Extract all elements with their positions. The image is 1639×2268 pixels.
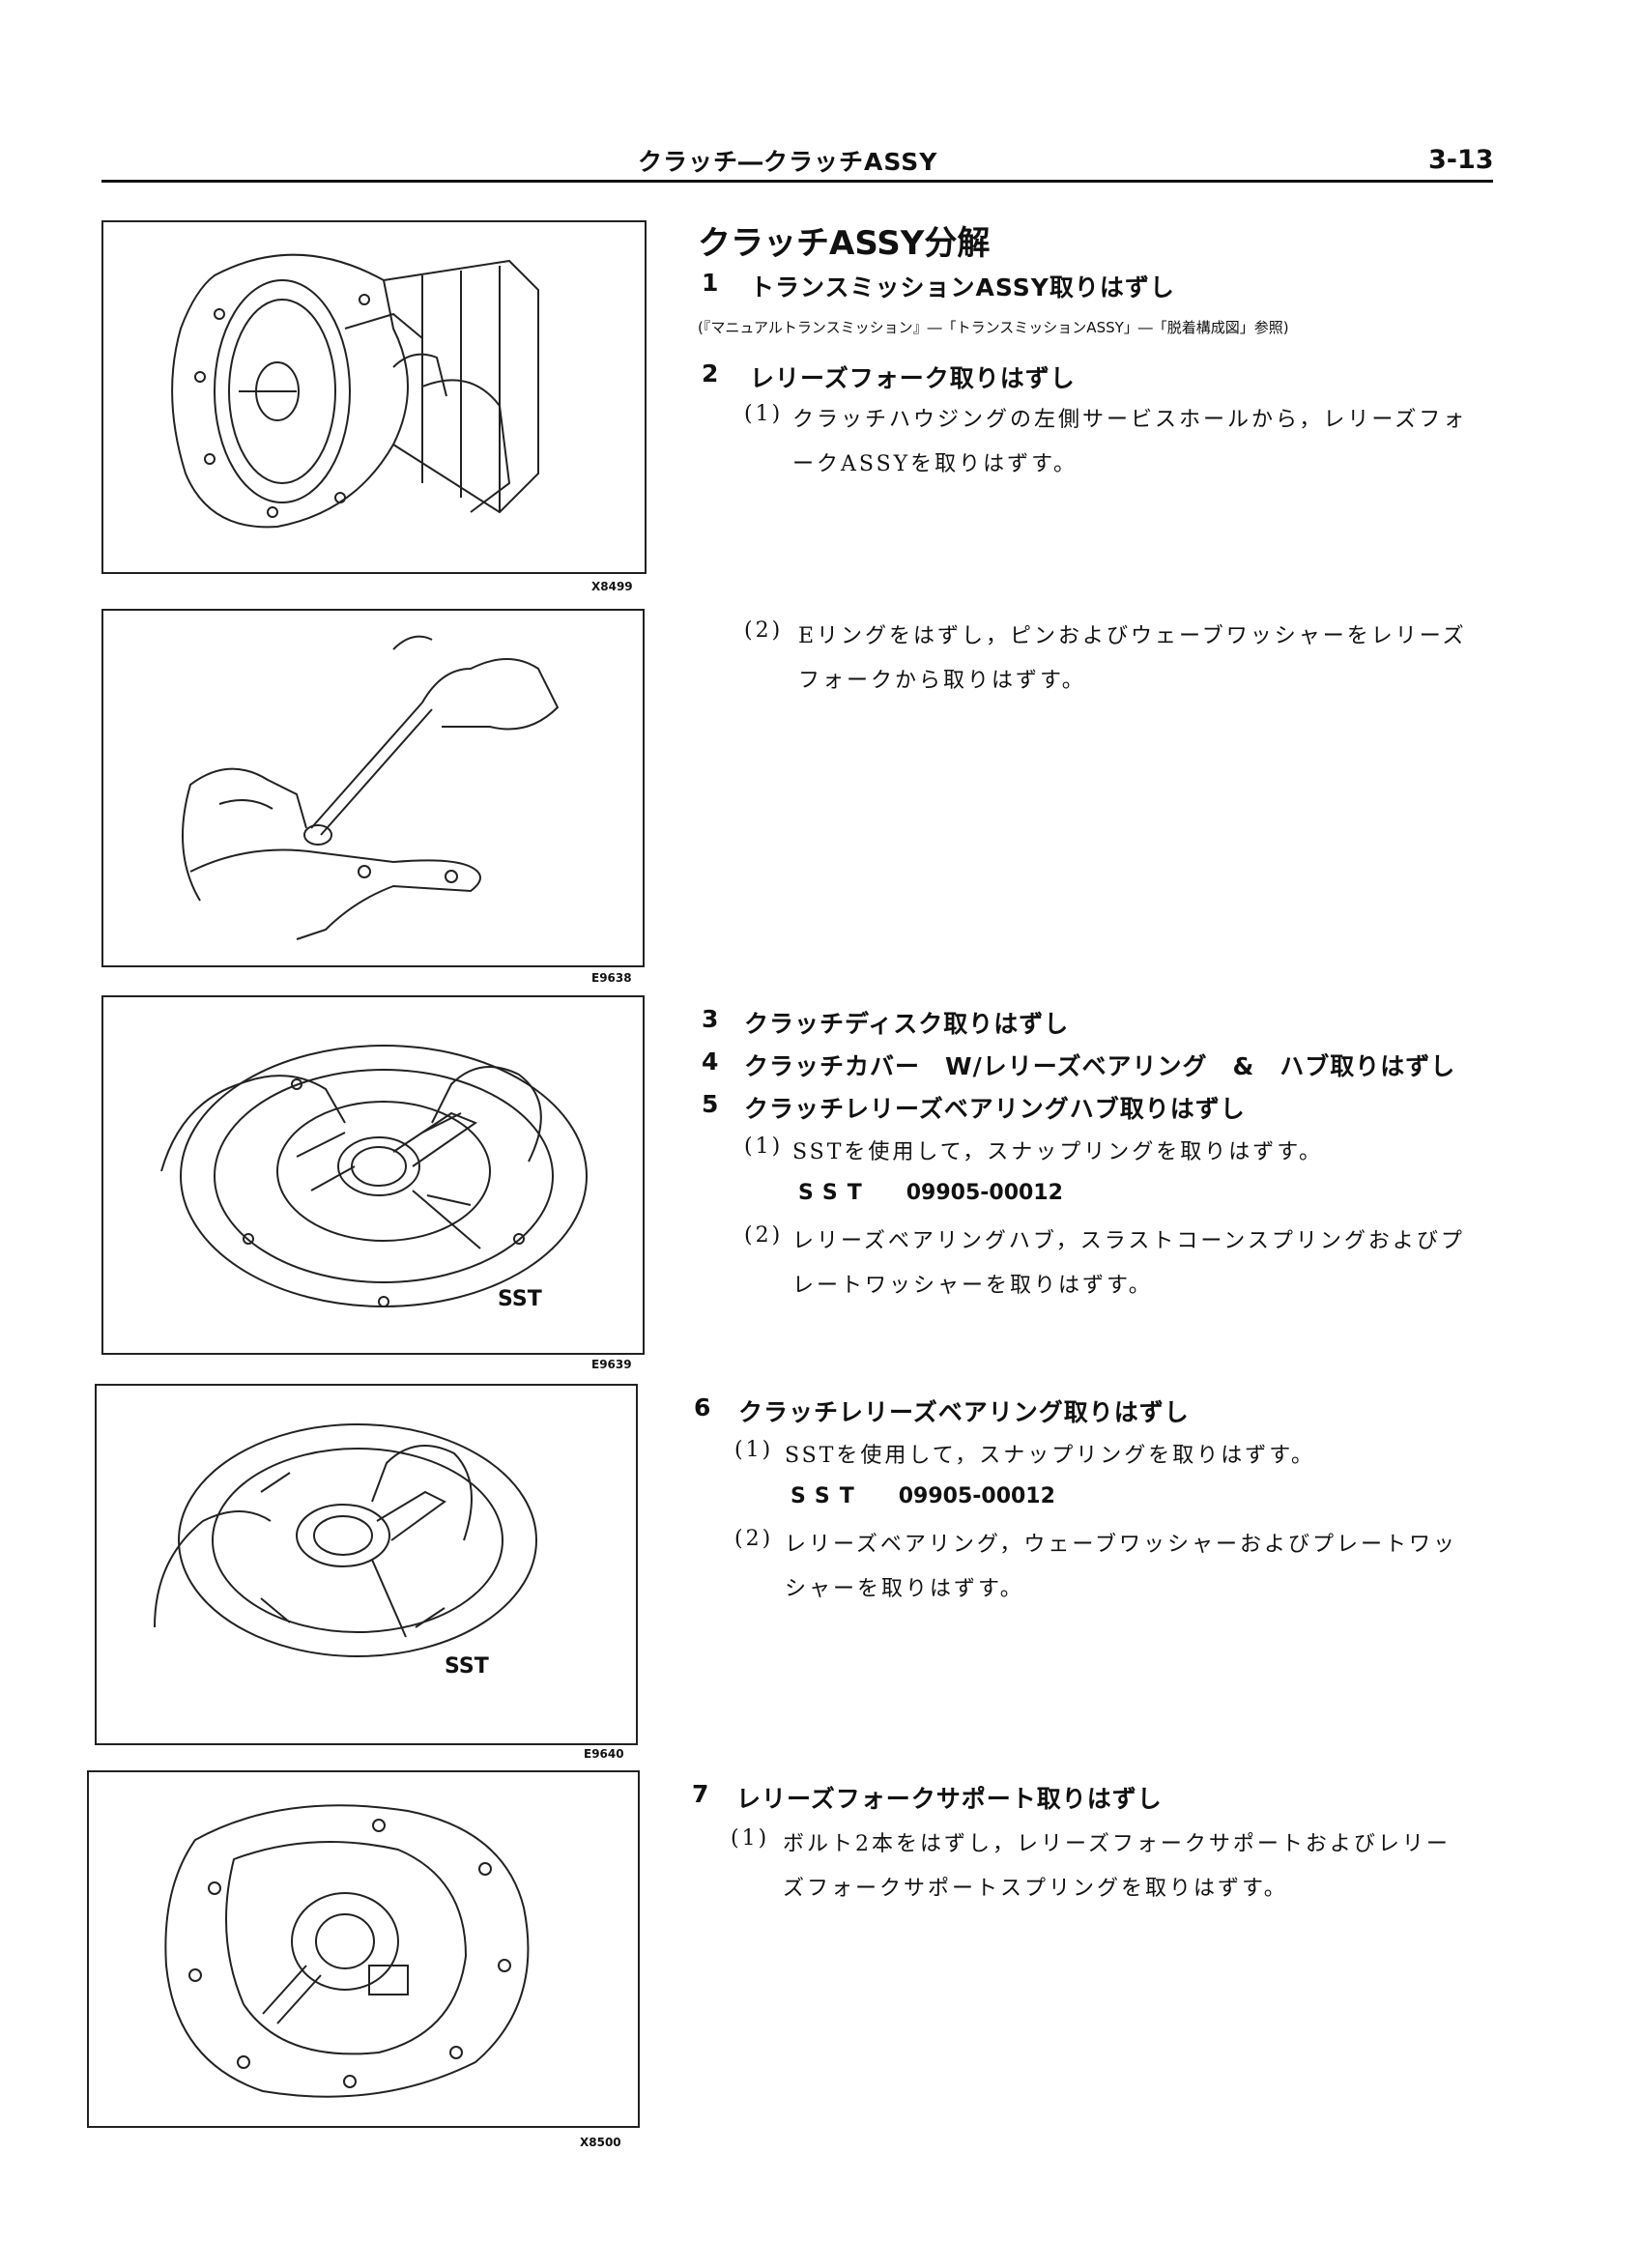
step-7-sub1-num: (1) [731,1826,770,1851]
step-5-sub2-line2: レートワッシャーを取りはずす。 [792,1274,1153,1298]
figure-4-code: E9640 [584,1747,624,1761]
step-2-sub2-line2: フォークから取りはずす。 [798,669,1086,693]
step-2-title: レリーズフォーク取りはずし [750,364,1076,392]
page-number: 3-13 [1428,145,1494,175]
transmission-illustration [171,253,539,529]
figure-1-code: X8499 [591,580,633,593]
figure-4-release-bearing: SST [95,1384,638,1745]
figure-1-transmission [101,220,647,574]
step-5-sub2-num: (2) [744,1223,784,1248]
step-5-sub2-line1: レリーズベアリングハブ，スラストコーンスプリングおよびプ [792,1229,1465,1253]
step-5-title: クラッチレリーズベアリングハブ取りはずし [744,1095,1246,1123]
step-5-sst-number: 09905-00012 [906,1181,1063,1205]
step-4-num: 4 [702,1048,720,1076]
figure-3-code: E9639 [591,1358,632,1371]
figure-5-fork-support [87,1770,640,2128]
release-fork-illustration [182,635,560,940]
figure-2-code: E9638 [591,971,632,985]
step-7-sub1-line1: ボルト2本をはずし，レリーズフォークサポートおよびレリー [783,1832,1451,1856]
step-6-sst-number: 09905-00012 [898,1484,1055,1508]
step-6-sub1-num: (1) [734,1438,774,1462]
step-1-reference: (『マニュアルトランスミッション』―「トランスミッションASSY」―「脱着構成図… [698,319,1289,336]
step-2-sub2-num: (2) [744,618,784,643]
step-2-sub1-line2: ークASSYを取りはずす。 [792,452,1078,476]
step-6-sst-label: SST [791,1484,864,1508]
step-7-sub1-line2: ズフォークサポートスプリングを取りはずす。 [783,1877,1288,1901]
step-6-sub2-line1: レリーズベアリング，ウェーブワッシャーおよびプレートワッ [785,1533,1458,1557]
step-5-sst-label: SST [798,1181,872,1205]
step-3-title: クラッチディスク取りはずし [744,1010,1070,1038]
step-2-num: 2 [702,359,720,388]
running-header-title: クラッチ―クラッチASSY [638,148,938,176]
figure-5-code: X8500 [580,2136,621,2149]
figure-2-release-fork [101,609,645,967]
step-4-title: クラッチカバー W/レリーズベアリング & ハブ取りはずし [744,1052,1456,1080]
release-bearing-illustration [154,1423,537,1657]
step-6-sub2-line2: シャーを取りはずす。 [785,1577,1024,1601]
step-2-sub1-line1: クラッチハウジングの左側サービスホールから，レリーズフォ [792,408,1468,432]
step-7-title: レリーズフォークサポート取りはずし [736,1785,1163,1813]
step-7-num: 7 [692,1780,710,1808]
step-6-sst: SST 09905-00012 [791,1484,1055,1508]
step-5-sub1-num: (1) [744,1134,784,1159]
step-1-num: 1 [702,269,720,297]
clutch-cover-illustration [160,1045,588,1307]
figure-4-sst-callout: SST [445,1654,489,1679]
figure-3-clutch-cover: SST [101,995,645,1355]
header-rule [101,180,1493,183]
step-6-num: 6 [694,1393,712,1421]
step-6-title: クラッチレリーズベアリング取りはずし [738,1398,1190,1426]
step-2-sub1-num: (1) [744,402,784,426]
step-3-num: 3 [702,1005,720,1033]
step-2-sub2-line1: Eリングをはずし，ピンおよびウェーブワッシャーをレリーズ [798,624,1467,648]
step-5-sub1-line1: SSTを使用して，スナップリングを取りはずす。 [792,1140,1324,1164]
step-6-sub2-num: (2) [734,1527,774,1551]
section-title: クラッチASSY分解 [698,224,991,263]
step-1-title: トランスミッションASSY取りはずし [750,273,1175,301]
step-5-sst: SST 09905-00012 [798,1181,1063,1205]
fork-support-illustration [164,1804,530,2098]
step-5-num: 5 [702,1090,720,1118]
figure-3-sst-callout: SST [498,1287,542,1311]
step-6-sub1-line1: SSTを使用して，スナップリングを取りはずす。 [785,1444,1316,1468]
